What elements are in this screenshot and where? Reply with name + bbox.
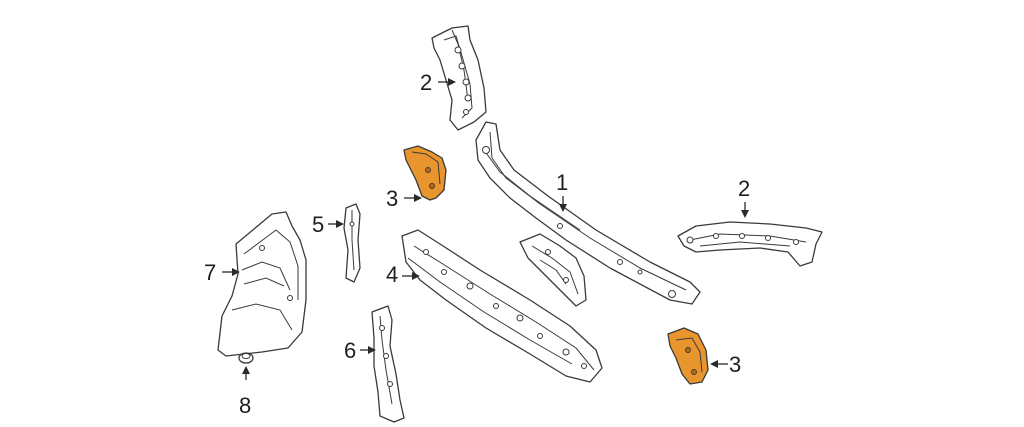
arrow-5 [336,220,344,228]
callout-5: 5 [312,212,324,237]
part-6-vertical-bracket [371,305,405,423]
arrow-1 [559,204,567,212]
part-8-clip [238,352,254,364]
part-7-deflector [217,211,307,357]
callout-3-left: 3 [386,186,398,211]
callout-7: 7 [204,260,216,285]
callout-1: 1 [556,170,568,195]
part-5-strip [343,203,361,283]
arrow-2-top [448,78,456,86]
part-3-left-bracket [403,145,447,201]
arrow-3-left [414,194,422,202]
part-4-tie-bar [401,229,603,383]
arrow-3-right [710,360,718,368]
part-3-right-bracket [667,327,709,385]
part-1-support-rail [475,121,701,307]
arrow-6 [368,346,376,354]
arrow-7 [232,268,240,276]
part-2-upper-bracket [431,25,487,131]
callout-6: 6 [344,338,356,363]
callout-2-right: 2 [738,176,750,201]
part-2-right-bracket [677,221,823,267]
arrow-4 [412,272,420,280]
callout-2-top: 2 [420,70,432,95]
arrow-8 [242,366,250,374]
callout-4: 4 [386,262,398,287]
arrow-2-right [741,210,749,218]
callout-8: 8 [239,393,251,418]
callout-3-right: 3 [729,352,741,377]
